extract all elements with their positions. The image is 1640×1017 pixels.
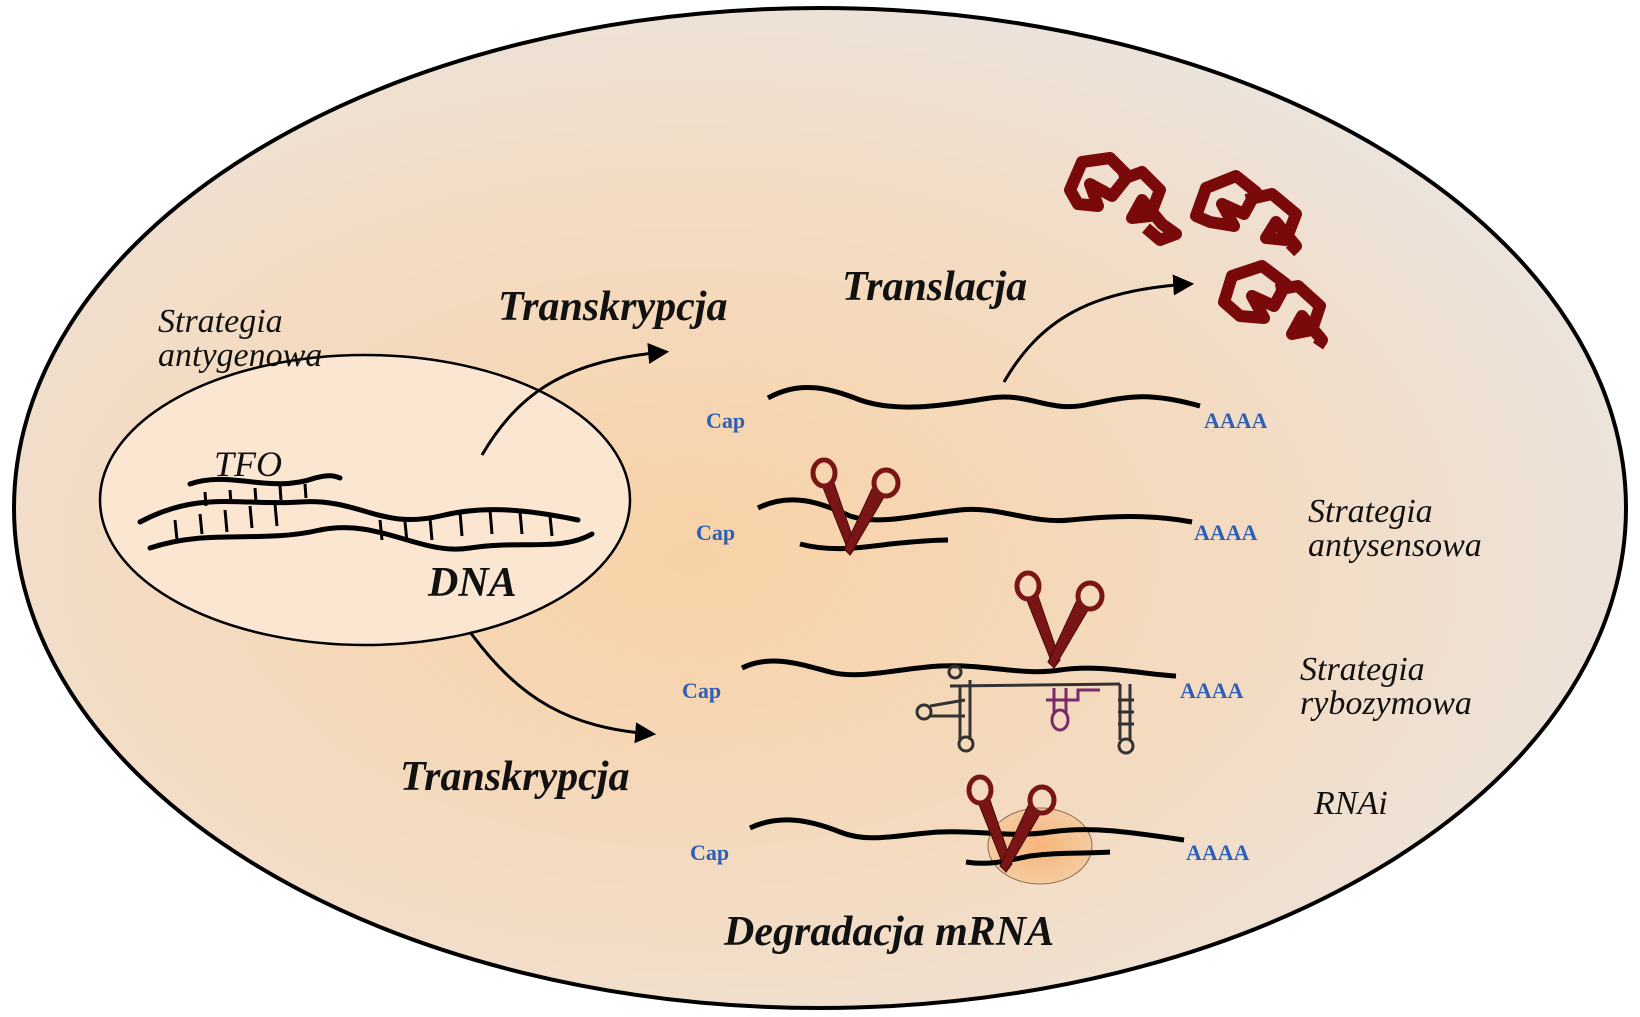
cap-label: Cap xyxy=(706,408,745,433)
polya-label: AAAA xyxy=(1186,840,1250,865)
mrna-row-2: Cap AAAA xyxy=(696,460,1258,555)
polya-label: AAAA xyxy=(1204,408,1268,433)
mrna-strand xyxy=(756,497,1193,525)
transcription-arrow-bottom xyxy=(468,631,657,744)
translacja-label: Translacja xyxy=(842,264,1027,310)
mrna-row-1: Cap AAAA xyxy=(706,385,1268,433)
polya-label: AAAA xyxy=(1194,520,1258,545)
degradacja-label: Degradacja mRNA xyxy=(723,909,1054,955)
mrna-strand xyxy=(748,817,1185,843)
mrna-row-4: Cap AAAA xyxy=(690,777,1250,885)
transcription-arrow-top xyxy=(480,342,670,456)
mrna-strand xyxy=(740,658,1177,679)
nucleus xyxy=(98,353,632,647)
strategia-antygenowa-label-2: antygenowa xyxy=(158,337,322,374)
strategia-antysensowa-label-1: Strategia xyxy=(1308,493,1433,530)
cap-label: Cap xyxy=(682,678,721,703)
transkrypcja-top-label: Transkrypcja xyxy=(498,284,727,330)
dna-hydrogen-bonds xyxy=(173,483,554,543)
polya-label: AAAA xyxy=(1180,678,1244,703)
dna-double-helix xyxy=(137,473,595,552)
risc-complex xyxy=(987,807,1093,885)
rnai-label: RNAi xyxy=(1313,785,1388,822)
cap-label: Cap xyxy=(690,840,729,865)
sirna-strand xyxy=(965,849,1111,866)
protein-products xyxy=(1064,152,1328,350)
mrna-strand xyxy=(766,385,1201,410)
translation-arrow xyxy=(1002,274,1195,383)
tfo-label: TFO xyxy=(214,444,282,484)
strategia-rybozymowa-label-1: Strategia xyxy=(1300,651,1425,688)
antisense-oligo xyxy=(799,537,949,552)
dna-label: DNA xyxy=(427,560,517,606)
strategia-antygenowa-label-1: Strategia xyxy=(158,303,283,340)
strategia-rybozymowa-label-2: rybozymowa xyxy=(1300,685,1472,722)
mrna-row-3: Cap AAAA xyxy=(682,573,1244,755)
cell xyxy=(12,6,1628,1010)
transkrypcja-bottom-label: Transkrypcja xyxy=(400,754,629,800)
cap-label: Cap xyxy=(696,520,735,545)
strategia-antysensowa-label-2: antysensowa xyxy=(1308,527,1482,564)
ribozyme xyxy=(915,664,1135,755)
